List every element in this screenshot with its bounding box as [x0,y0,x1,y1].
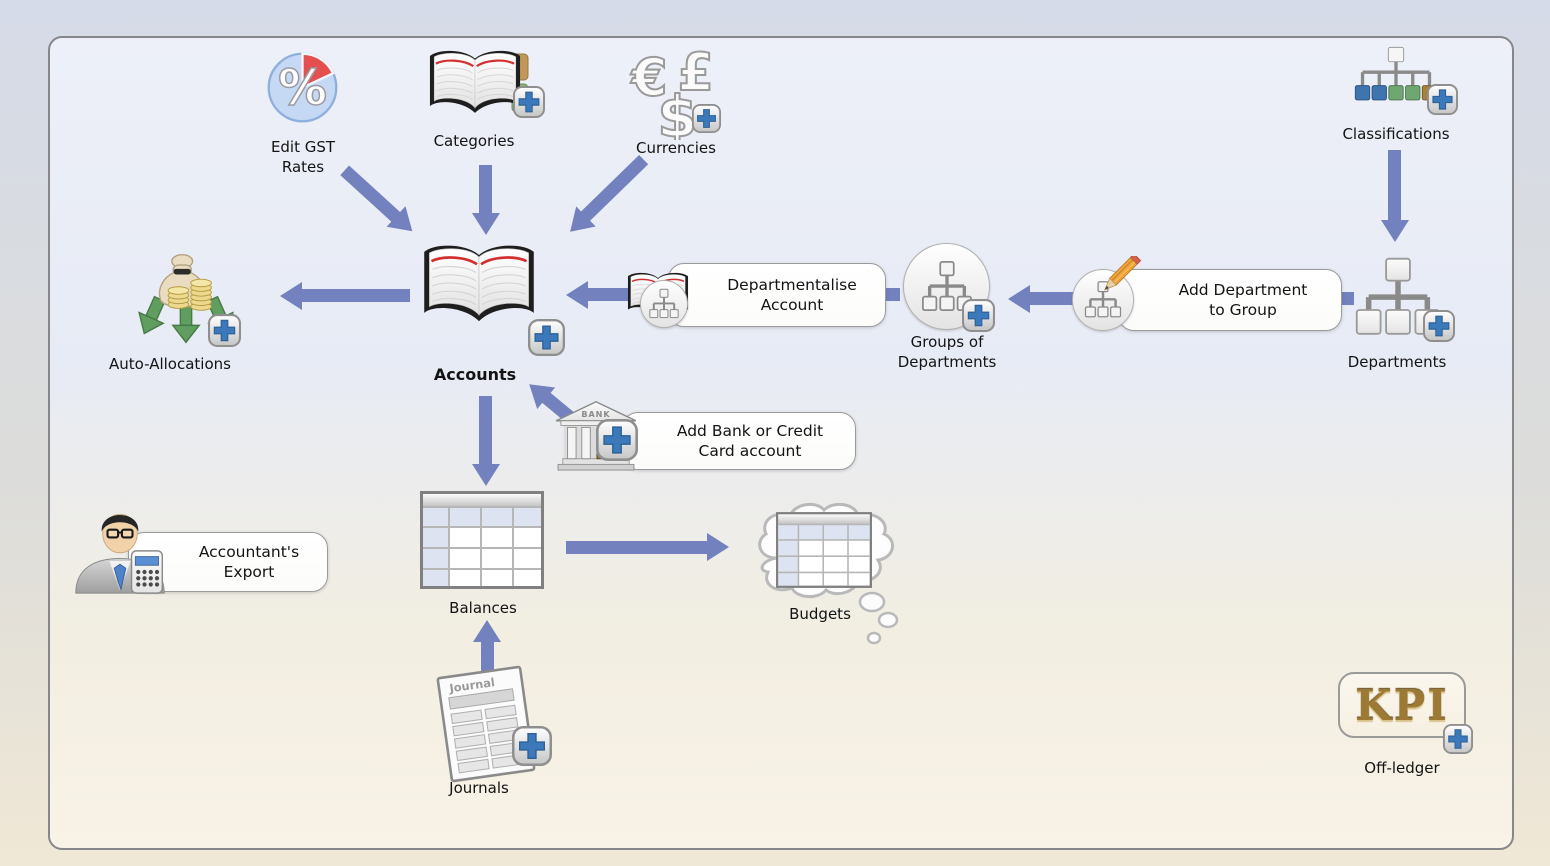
auto-allocations-label: Auto-Allocations [109,355,231,373]
departmentalise-tree-icon [640,280,688,328]
off-ledger-kpi-icon[interactable]: KPI [1338,672,1466,738]
currencies-label: Currencies [636,139,716,157]
accountants-export-label: Accountant's Export [198,542,300,581]
classifications-label: Classifications [1342,125,1450,143]
arrow-currencies-to-accounts [560,155,649,242]
categories-label: Categories [433,132,515,150]
add-department-to-group-button[interactable]: Add Department to Group [1118,269,1342,331]
add-bank-plus-icon[interactable] [596,419,638,461]
off-ledger-add-button[interactable] [1443,724,1473,754]
accounts-add-button[interactable] [528,319,565,356]
journals-label: Journals [449,779,509,797]
kpi-text: KPI [1355,680,1449,730]
balances-icon[interactable] [420,491,544,589]
accountant-person-icon [70,497,170,597]
departments-label: Departments [1347,353,1447,371]
departments-add-button[interactable] [1423,310,1455,342]
departmentalise-account-button[interactable]: Departmentalise Account [668,263,886,327]
categories-add-button[interactable] [513,86,545,118]
budgets-label: Budgets [789,605,851,623]
accounts-book-icon[interactable] [417,237,541,335]
add-bank-or-credit-card-button[interactable]: Add Bank or Credit Card account [622,412,856,470]
budgets-icon[interactable] [740,496,910,648]
groups-of-departments-label: Groups of Departments [897,333,997,372]
departmentalise-account-label: Departmentalise Account [727,275,857,314]
edit-gst-rates-icon[interactable] [265,50,340,125]
accounts-label: Accounts [433,365,517,384]
pencil-icon [1100,256,1148,304]
classifications-add-button[interactable] [1427,84,1458,115]
add-bank-label: Add Bank or Credit Card account [676,421,824,460]
auto-allocations-add-button[interactable] [208,314,241,347]
journals-icon[interactable] [429,664,543,785]
groups-of-departments-add-button[interactable] [962,299,995,332]
journals-add-button[interactable] [512,726,552,766]
arrow-edit-gst-to-accounts [340,165,422,242]
edit-gst-rates-label: Edit GST Rates [270,138,336,177]
off-ledger-label: Off-ledger [1364,759,1440,777]
arrow-layer [50,38,1512,848]
add-department-to-group-label: Add Department to Group [1178,280,1308,319]
add-department-circle-icon [1072,269,1134,331]
currencies-add-button[interactable] [692,104,721,133]
categories-book-icon[interactable] [424,44,526,124]
balances-label: Balances [449,599,517,617]
